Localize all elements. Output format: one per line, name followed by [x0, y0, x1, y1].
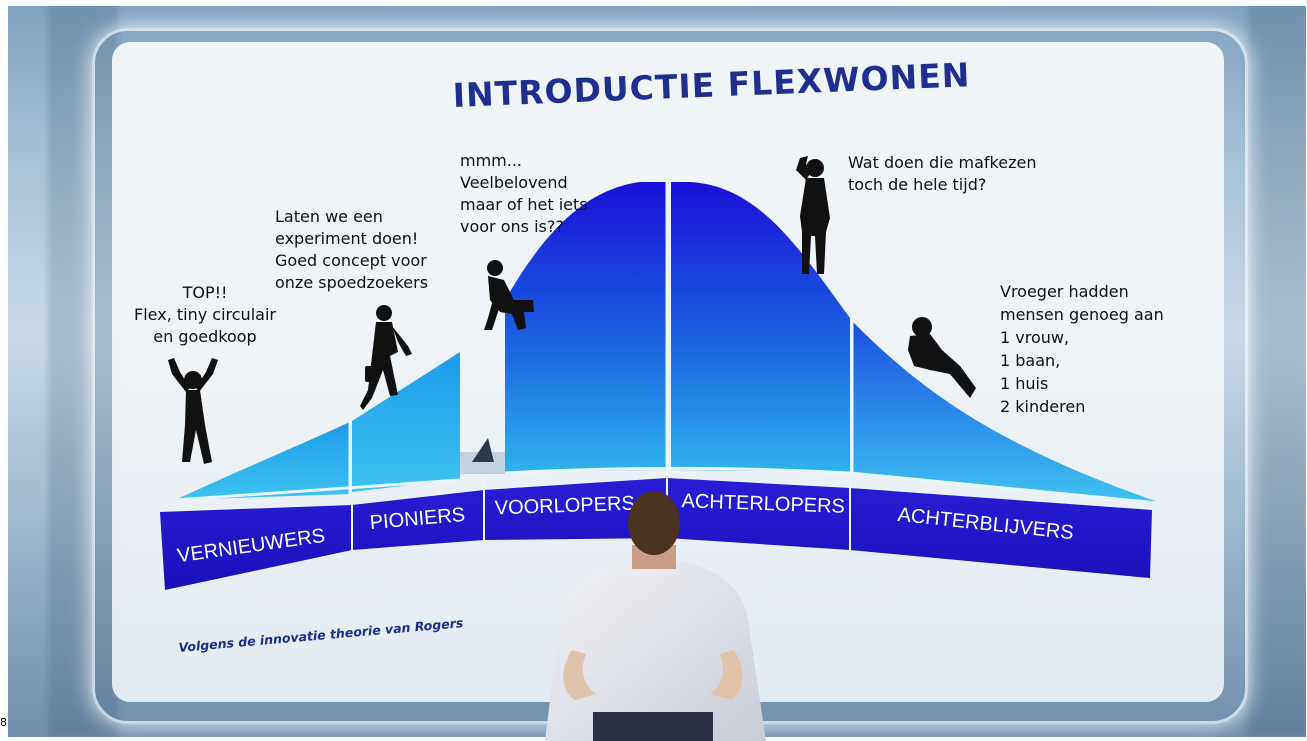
- crouching-person-icon: [908, 317, 976, 398]
- band-dividers: [351, 470, 851, 552]
- caption-achterlopers: Wat doen die mafkezen toch de hele tijd?: [848, 153, 1037, 194]
- curve-segment-voorlopers: [505, 182, 667, 472]
- sitting-person-icon: [484, 260, 534, 330]
- curve-baseline: [174, 466, 1159, 505]
- curve-dividers: [348, 182, 854, 494]
- shark-fin-icon: [472, 438, 494, 462]
- jumping-person-icon: [168, 358, 218, 464]
- band-label-voorlopers: VOORLOPERS: [494, 493, 635, 520]
- observer-man: [545, 491, 766, 741]
- page-marker: 8: [0, 716, 7, 729]
- walking-businessman-icon: [360, 305, 412, 410]
- caption-vernieuwers: TOP!! Flex, tiny circulair en goedkoop: [134, 283, 276, 346]
- curve-segment-vernieuwers: [175, 422, 350, 500]
- curve-segment-achterblijvers: [853, 322, 1158, 502]
- chasm-water: [460, 452, 505, 474]
- caption-voorlopers: mmm... Veelbelovend maar of het iets voo…: [460, 151, 588, 236]
- curve-segment-achterlopers: [671, 182, 850, 472]
- head-scratching-person-icon: [796, 156, 830, 274]
- curve-segment-pioniers: [352, 352, 460, 492]
- caption-achterblijvers: Vroeger hadden mensen genoeg aan 1 vrouw…: [1000, 282, 1164, 416]
- caption-pioniers: Laten we een experiment doen! Goed conce…: [275, 207, 429, 292]
- window-pillar: [48, 6, 118, 737]
- window-pillar: [1248, 6, 1306, 737]
